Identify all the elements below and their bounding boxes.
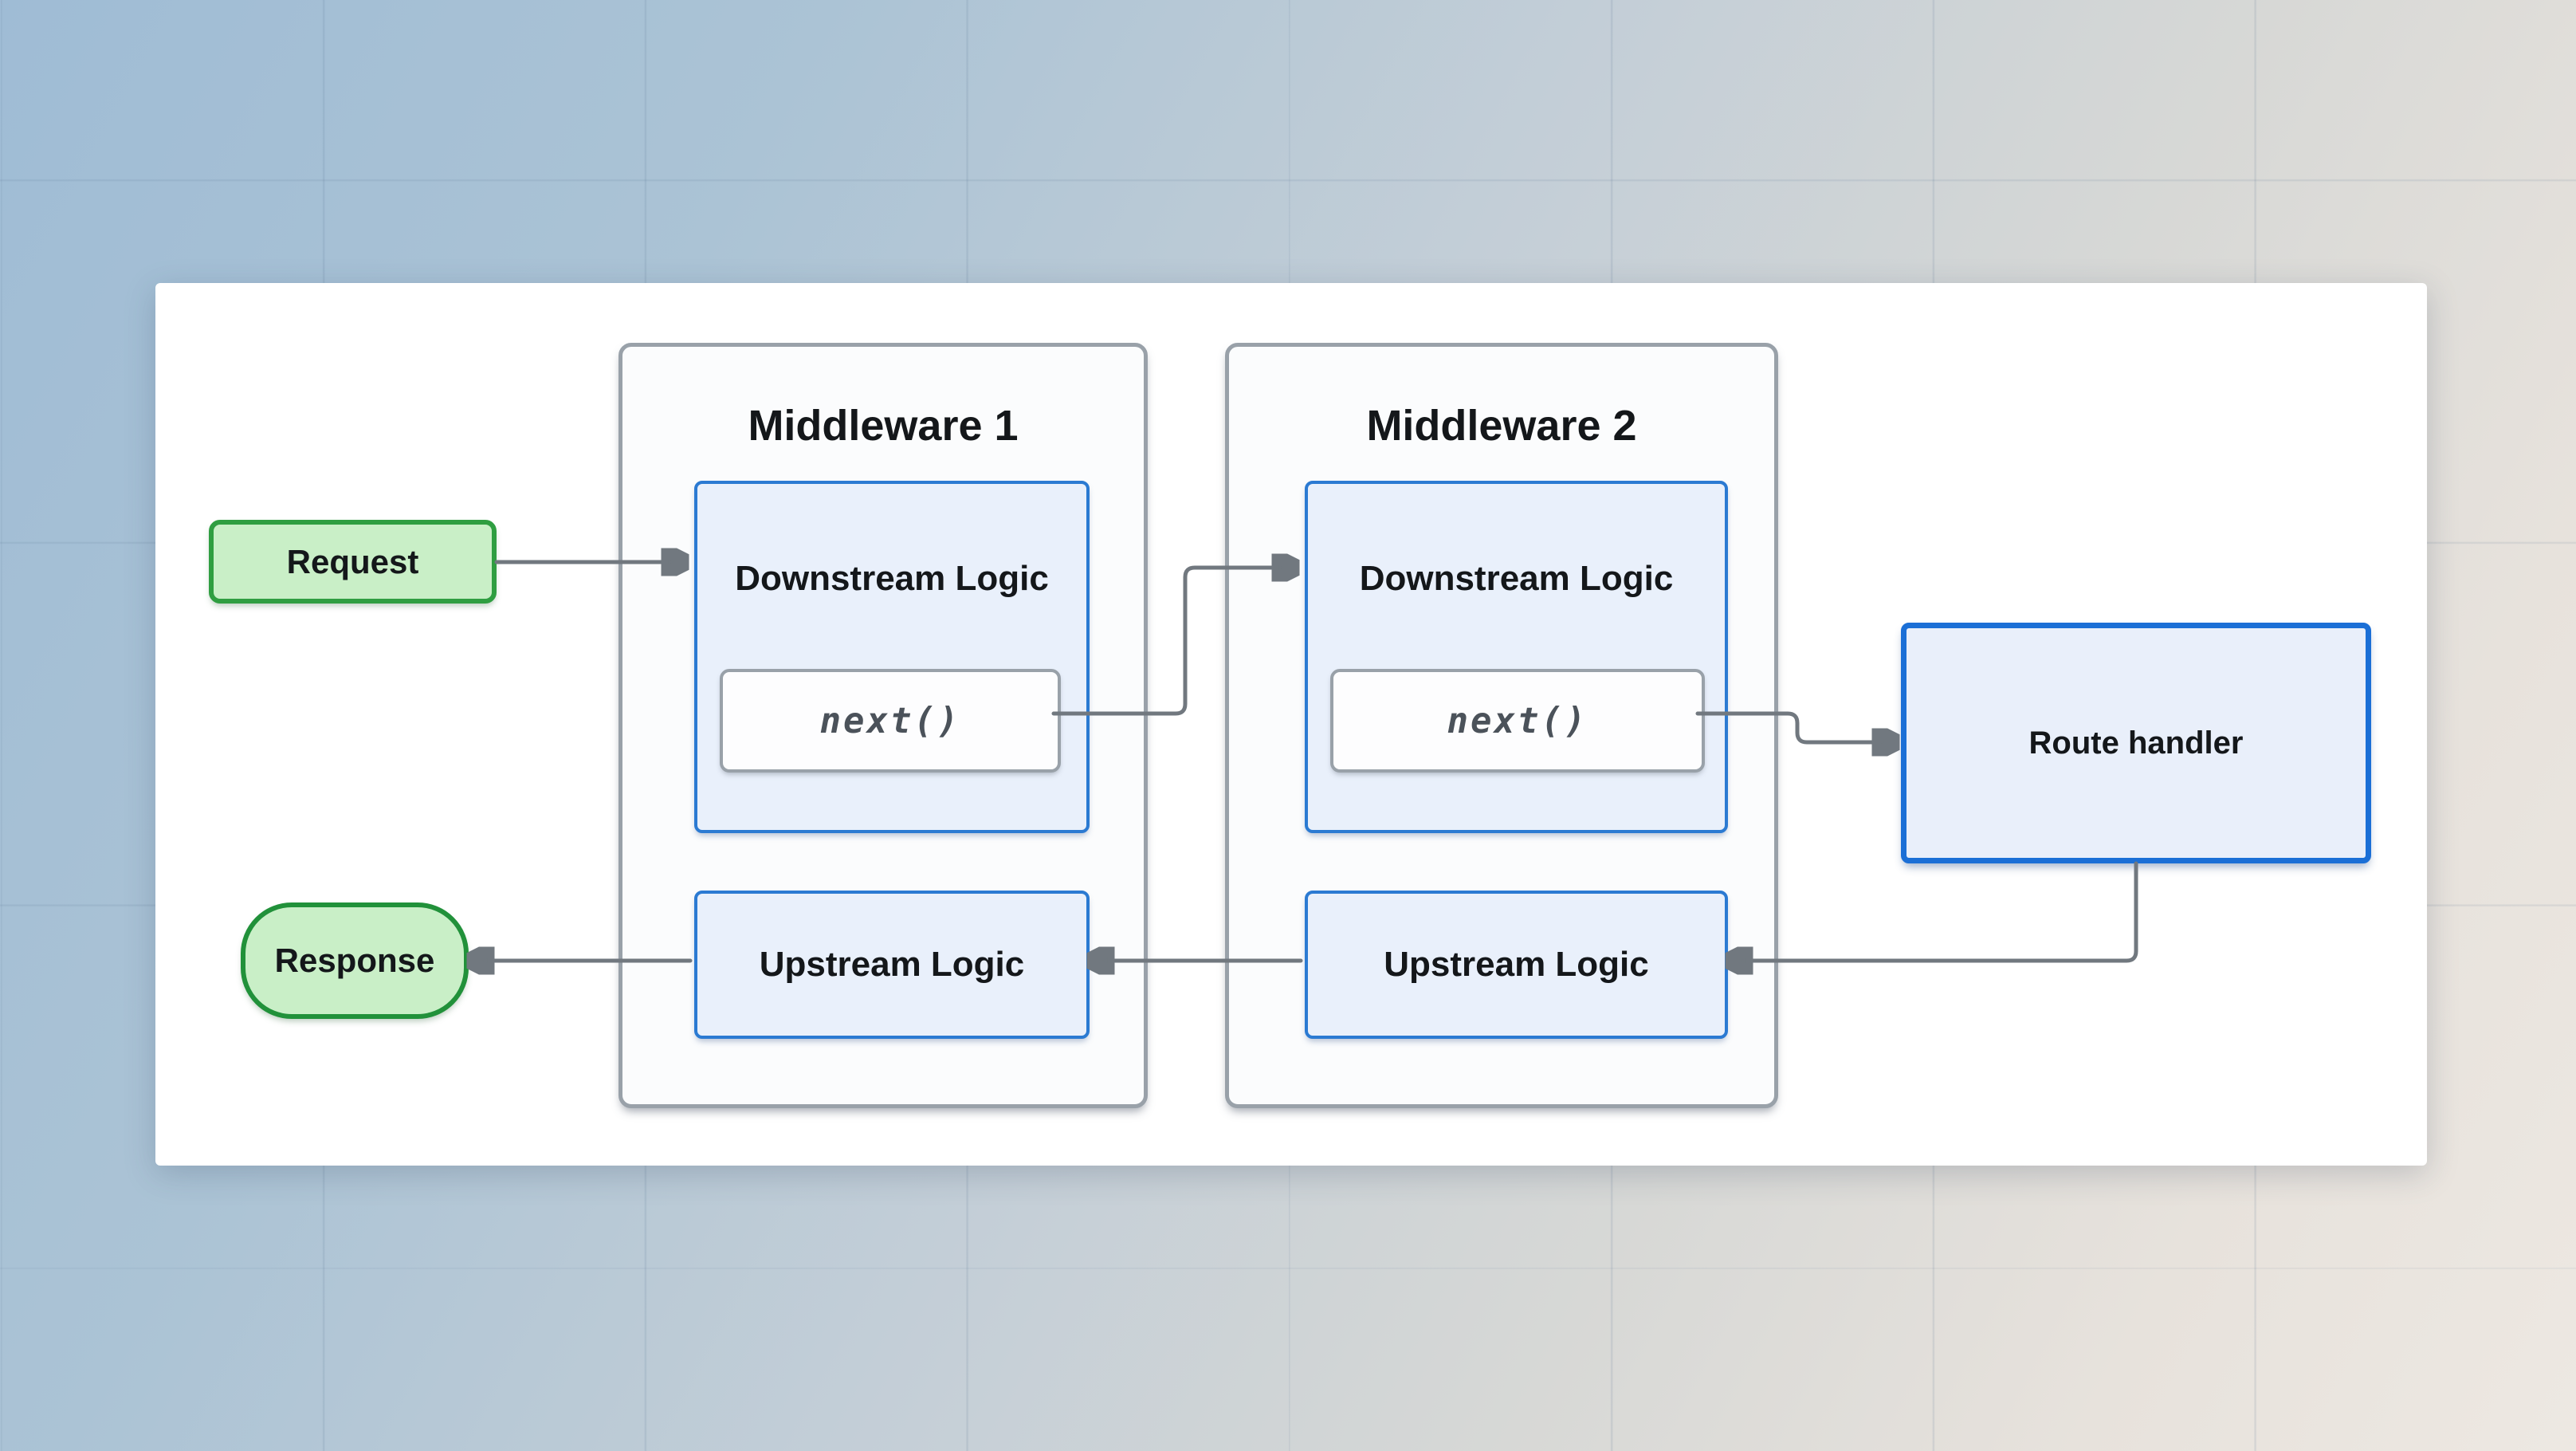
connector-layer [155, 283, 2138, 1166]
middleware-2-upstream-label: Upstream Logic [1384, 945, 1649, 984]
node-middleware-2-upstream-logic[interactable]: Upstream Logic [1305, 891, 1728, 1039]
middleware-2-title: Middleware 2 [1366, 402, 1637, 450]
node-route-handler[interactable]: Route handler [1901, 623, 2371, 863]
middleware-1-upstream-label: Upstream Logic [759, 945, 1025, 984]
arrow-route-handler-to-middleware2-upstream[interactable] [1728, 861, 2138, 961]
node-request[interactable]: Request [209, 520, 497, 604]
node-response-label: Response [274, 942, 435, 979]
middleware-2-downstream-label: Downstream Logic [1359, 559, 1674, 598]
node-response[interactable]: Response [241, 902, 469, 1019]
middleware-1-downstream-label: Downstream Logic [735, 559, 1049, 598]
node-route-handler-label: Route handler [2028, 725, 2244, 761]
arrow-middleware2-next-to-route-handler[interactable] [1695, 711, 1897, 742]
node-request-label: Request [286, 542, 419, 580]
diagram-canvas: Request Middleware 1 Downstream Logic ne… [155, 283, 2427, 1166]
node-middleware-2-next[interactable]: next() [1330, 669, 1705, 773]
node-middleware-1-next[interactable]: next() [720, 669, 1061, 773]
arrow-middleware1-next-to-middleware2-downstream[interactable] [1051, 568, 1297, 716]
node-middleware-1[interactable]: Middleware 1 Downstream Logic next() Ups… [618, 343, 1148, 1108]
middleware-1-next-label: next() [819, 700, 961, 741]
middleware-2-next-label: next() [1447, 700, 1588, 741]
node-middleware-2-downstream-logic[interactable]: Downstream Logic next() [1305, 481, 1728, 833]
node-middleware-2[interactable]: Middleware 2 Downstream Logic next() Ups… [1225, 343, 1778, 1108]
node-middleware-1-upstream-logic[interactable]: Upstream Logic [694, 891, 1090, 1039]
node-middleware-1-downstream-logic[interactable]: Downstream Logic next() [694, 481, 1090, 833]
middleware-1-title: Middleware 1 [748, 402, 1019, 450]
